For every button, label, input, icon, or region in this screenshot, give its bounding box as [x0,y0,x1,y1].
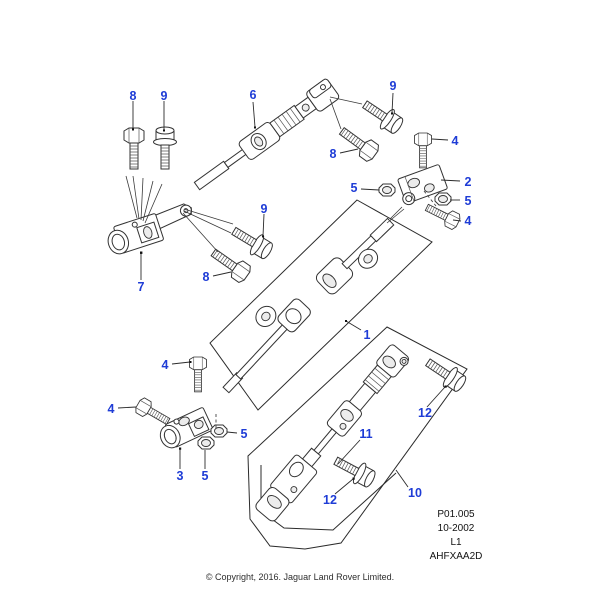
kit-box-1 [209,199,433,411]
drawing-number: P01.005 [437,509,475,520]
part-1-link-shaft [222,298,311,394]
drawing-info-block: P01.005 10-2002 L1 AHFXAA2D [408,508,504,564]
alignment-dashed-lines [215,190,437,428]
callout-9a[interactable]: 9 [160,88,168,103]
callout-4a[interactable]: 4 [451,133,459,148]
drawing-reference: AHFXAA2D [429,551,483,562]
callout-5a[interactable]: 5 [350,180,358,195]
callout-7[interactable]: 7 [137,279,145,294]
nut-5-below-part3 [197,436,215,450]
callout-5b[interactable]: 5 [464,193,472,208]
part-6-upper-shaft [193,78,340,191]
part-11-lower-shaft [255,344,410,522]
callout-4d[interactable]: 4 [107,401,115,416]
callout-11[interactable]: 11 [359,426,373,441]
part-1-link-upper [315,217,395,295]
callout-8b[interactable]: 8 [329,146,337,161]
bolt-8-middle [207,243,254,285]
drawing-sheet: L1 [450,537,462,548]
callout-9c[interactable]: 9 [260,201,268,216]
bolt-9-top-left [153,126,177,170]
callout-5d[interactable]: 5 [201,468,209,483]
callout-3[interactable]: 3 [176,468,184,483]
callout-9b[interactable]: 9 [389,78,397,93]
bolt-12-bottom [329,450,379,492]
callout-8a[interactable]: 8 [129,88,137,103]
bolt-8-top-left [123,127,145,170]
callout-4b[interactable]: 4 [464,213,472,228]
callout-leader-lines [117,92,462,495]
part-3-clamp-assembly [159,407,214,449]
callout-2[interactable]: 2 [464,174,472,189]
bolt-8-top-right [335,122,382,164]
callout-5c[interactable]: 5 [240,426,248,441]
bolt-4-left-part3 [133,396,173,430]
callout-8c[interactable]: 8 [202,269,210,284]
copyright-notice: © Copyright, 2016. Jaguar Land Rover Lim… [205,572,395,582]
nut-5-right-part3 [210,424,228,438]
part-2-clamp-block [397,164,448,206]
bolt-4-above-part3 [189,356,207,393]
nut-5-left-part2 [378,183,396,197]
drawing-date: 10-2002 [437,523,475,534]
callout-12a[interactable]: 12 [418,405,432,420]
bolt-12-right [421,352,470,396]
callout-10[interactable]: 10 [408,485,422,500]
callout-1[interactable]: 1 [363,327,371,342]
callout-6[interactable]: 6 [249,87,257,102]
assembly-fan-lines [125,96,405,253]
callout-12b[interactable]: 12 [323,492,337,507]
bolt-9-top-right [358,94,407,138]
bolt-9-middle [227,220,277,263]
bolt-4-above-part2 [414,132,432,169]
nut-5-right-part2 [434,192,452,206]
kit-box-10 [247,326,468,550]
callout-4c[interactable]: 4 [161,357,169,372]
part-7-clamp-assembly [107,203,192,255]
